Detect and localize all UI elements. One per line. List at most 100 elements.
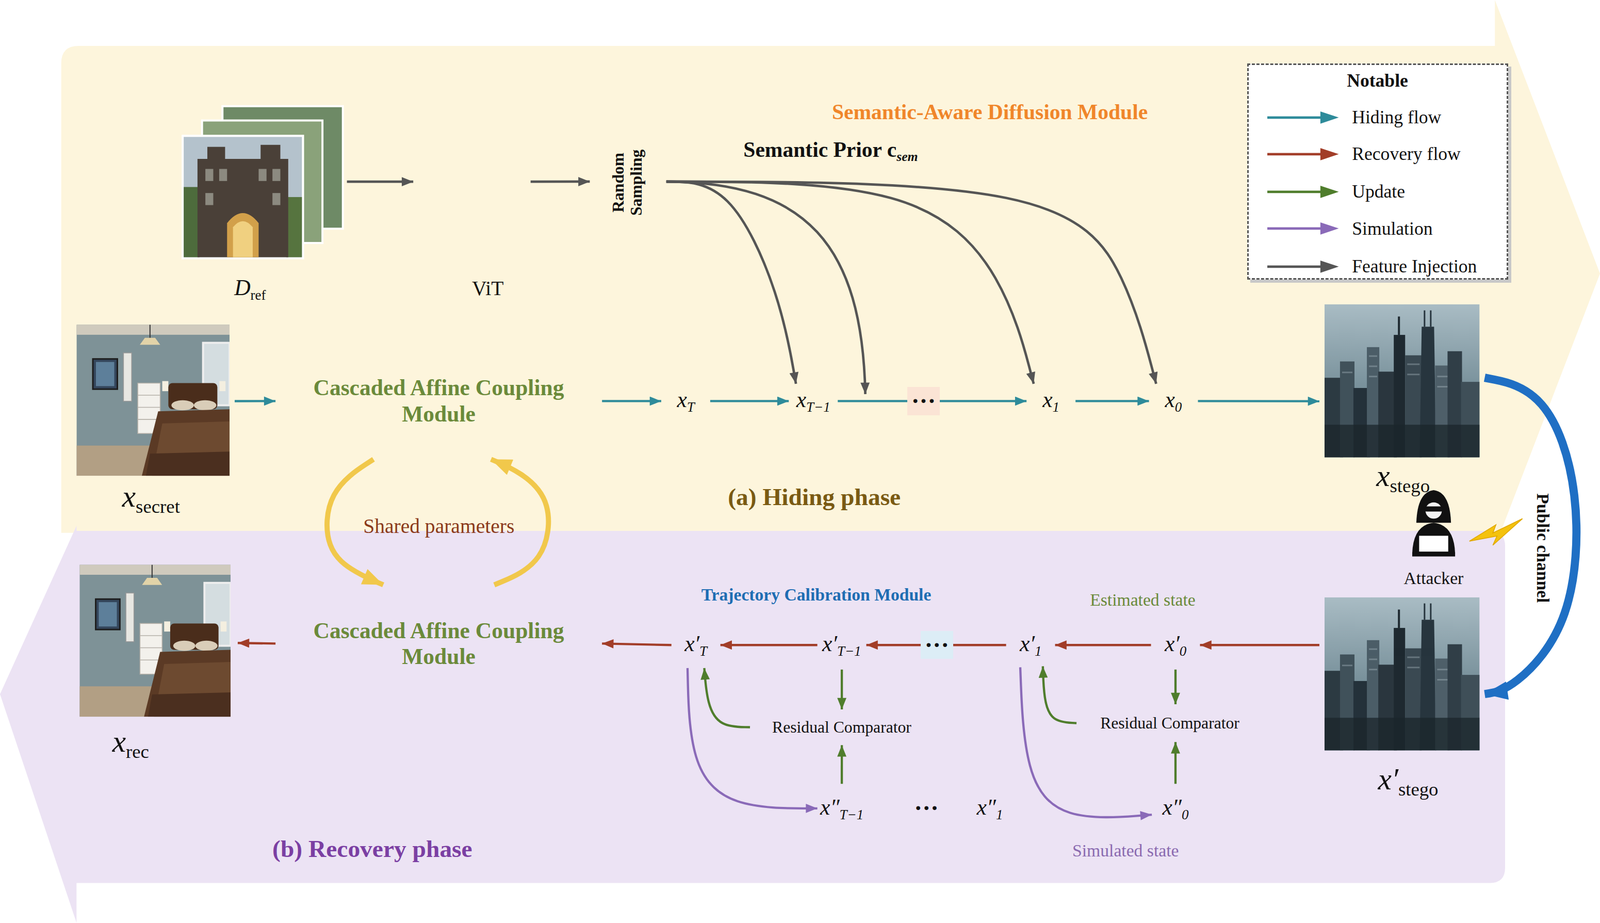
text-main: x	[1165, 386, 1175, 412]
state-circle-text-wrap: x″T−1	[820, 793, 864, 823]
calibration-panel-text-wrap: Trajectory Calibration Module	[701, 584, 932, 606]
legend-swatch	[1267, 109, 1339, 126]
phase-band-text: (b) Recovery phase	[272, 834, 473, 863]
legend-swatch	[1267, 183, 1339, 201]
legend-text: Simulation	[1351, 218, 1433, 240]
text-main: x	[1042, 386, 1053, 412]
state-circle-text-wrap: x′T−1	[822, 630, 862, 660]
state-caption-wrap: Simulated state	[1072, 840, 1179, 861]
swatch-head	[1320, 185, 1340, 199]
flow-arrow	[666, 181, 1034, 384]
text-subscript: T−1	[837, 643, 862, 659]
state-circle-text-wrap: x′1	[1019, 630, 1042, 660]
text-main: Semantic Prior c	[743, 137, 897, 162]
flow-arrow	[666, 181, 1157, 384]
flow-arrow	[1042, 665, 1077, 723]
text-subscript: T−1	[806, 399, 831, 415]
flow-arrow	[840, 744, 843, 784]
attacked-stego-image-text-wrap: x′stego	[1378, 761, 1439, 800]
phase-band-text: (a) Hiding phase	[727, 482, 901, 512]
band-fill	[61, 0, 1600, 547]
actor-label: Attacker	[1403, 568, 1464, 589]
flow-arrow	[666, 181, 796, 384]
swatch-line	[1267, 116, 1325, 119]
text-main: x	[796, 386, 807, 412]
text-subscript: stego	[1390, 475, 1431, 497]
text-subscript: secret	[135, 495, 181, 517]
state-circle-text-wrap: x′0	[1164, 630, 1187, 660]
reference-images-text-wrap: Dref	[234, 274, 266, 304]
comparator-box-text-wrap: Residual Comparator	[772, 717, 912, 737]
state-circle-text: x″1	[976, 793, 1003, 823]
legend-title: Notable	[1346, 70, 1409, 92]
flow-arrow	[347, 180, 414, 184]
flow-arrow	[237, 642, 276, 644]
state-circle-text: x″0	[1162, 793, 1189, 823]
text-main: x	[122, 479, 136, 514]
comparator-box-text-wrap: Residual Comparator	[1100, 713, 1240, 733]
flow-arrow	[1075, 399, 1149, 402]
state-circle-text: xT	[676, 386, 695, 416]
swatch-head	[1320, 222, 1340, 235]
state-circle-text-wrap: x″0	[1162, 793, 1189, 823]
legend-swatch	[1267, 220, 1339, 237]
text-subscript: sem	[896, 149, 918, 165]
flow-arrow	[601, 399, 662, 402]
state-circle-text: xT−1	[796, 386, 831, 416]
flow-arrow	[1174, 669, 1177, 705]
module-panel-text: Semantic-Aware Diffusion Module	[831, 100, 1148, 125]
flow-arrow	[704, 667, 750, 728]
annotation-wrap: Shared parameters	[363, 514, 515, 538]
state-circle-text-wrap: xT	[676, 386, 695, 416]
comparator-box-text: Residual Comparator	[1100, 713, 1240, 733]
state-circle-text: x1	[1042, 386, 1060, 416]
text-main: x′	[822, 630, 838, 656]
legend-swatch	[1267, 145, 1339, 163]
legend-box	[1247, 63, 1509, 280]
state-circle-text: x′0	[1164, 630, 1187, 660]
state-caption: Simulated state	[1072, 840, 1179, 861]
flow-arrow	[1020, 666, 1152, 818]
legend-title-wrap: Notable	[1346, 70, 1409, 92]
swatch-head	[1320, 259, 1340, 273]
text-main: x′	[1019, 630, 1035, 656]
swatch-line	[1267, 190, 1325, 194]
coupling-box-text-wrap: Cascaded Affine Coupling Module	[290, 617, 587, 669]
swatch-head	[1320, 148, 1340, 161]
flow-arrow	[840, 669, 843, 710]
text-subscript: stego	[1398, 778, 1439, 800]
flow-arrow	[710, 399, 789, 402]
secret-image-text-wrap: xsecret	[122, 478, 181, 518]
flow-arrow	[1174, 741, 1177, 784]
state-circle-text-wrap: x″1	[976, 793, 1003, 823]
text-subscript: T	[699, 643, 708, 659]
swatch-line	[1267, 265, 1325, 268]
text-subscript: 1	[996, 806, 1003, 822]
text-main: D	[234, 274, 251, 300]
annotation: Shared parameters	[363, 514, 515, 538]
flow-arrow	[1055, 643, 1152, 646]
stego-image-text-wrap: xstego	[1376, 458, 1430, 497]
secret-image-text: xsecret	[122, 478, 181, 518]
text-main: x	[1376, 458, 1390, 493]
state-circle-text-wrap: xT−1	[796, 386, 831, 416]
recovered-image-text-wrap: xrec	[112, 723, 150, 763]
text-subscript: T	[687, 399, 695, 415]
text-subscript: 1	[1034, 643, 1042, 659]
channel-label-wrap: Public channel	[1488, 537, 1598, 559]
state-circle-text: x′T−1	[822, 630, 862, 660]
flow-arrow	[1484, 377, 1577, 694]
calibration-panel-text: Trajectory Calibration Module	[701, 584, 932, 606]
legend-text: Feature Injection	[1351, 255, 1477, 277]
text-subscript: 0	[1179, 643, 1187, 659]
edge-label-wrap: ···	[920, 630, 954, 660]
legend-text-wrap: Simulation	[1351, 218, 1433, 240]
module-panel-text-wrap: Semantic Prior csem	[743, 137, 918, 165]
legend-swatch	[1267, 258, 1339, 275]
text-main: x″	[976, 794, 996, 820]
text-subscript: 0	[1181, 806, 1189, 822]
text-main: x″	[1162, 794, 1182, 820]
flow-arrow	[720, 643, 818, 646]
ellipsis-wrap: ···	[913, 793, 939, 823]
